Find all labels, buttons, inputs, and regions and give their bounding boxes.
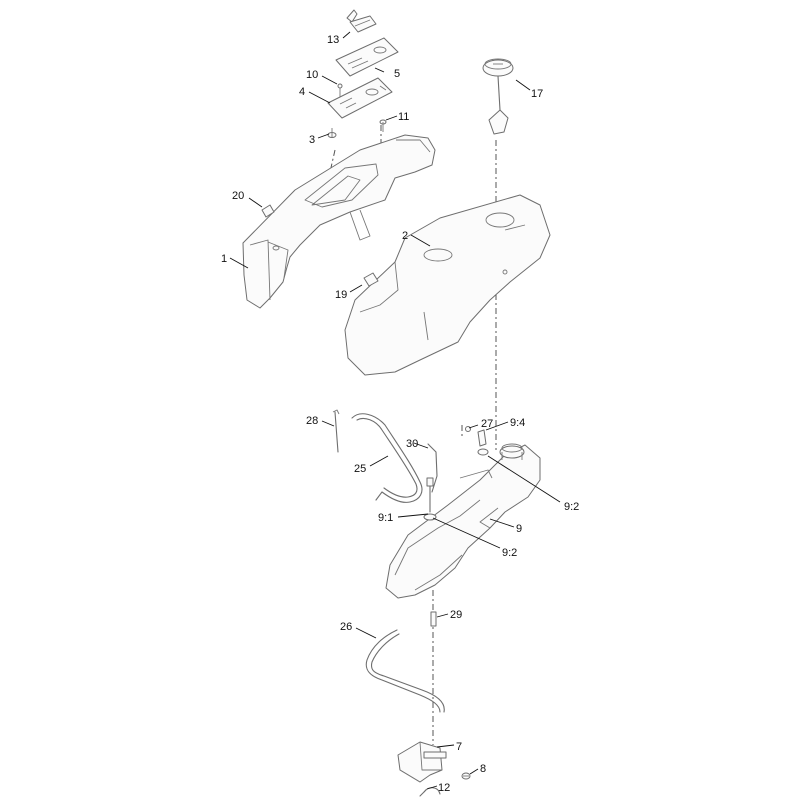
callout-26: 26: [340, 621, 352, 633]
callout-25: 25: [354, 463, 366, 475]
cover-1: [242, 134, 436, 309]
fuel-tank-9: [385, 443, 541, 599]
callout-19: 19: [335, 289, 347, 301]
callout-9-2-lower: 9:2: [502, 547, 517, 559]
tab-19: [363, 272, 379, 287]
hardware-10: [337, 83, 343, 97]
callout-29: 29: [450, 609, 462, 621]
callout-27: 27: [481, 418, 493, 430]
cable-tie-28: [332, 409, 340, 453]
callout-20: 20: [232, 190, 244, 202]
callout-12: 12: [438, 782, 450, 794]
cover-2: [344, 194, 551, 376]
tab-20: [261, 204, 275, 218]
callout-3: 3: [309, 134, 315, 146]
drain-hose-26: [365, 629, 445, 713]
fitting-9-4: [477, 429, 489, 456]
hardware-11: [379, 119, 387, 132]
callouts: 13 5 10 4 3 11 20 1 2 19 17 28 27 9:4 30…: [221, 34, 579, 794]
callout-4: 4: [299, 86, 305, 98]
callout-17: 17: [531, 88, 543, 100]
clip-27: [465, 426, 471, 432]
callout-5: 5: [394, 68, 400, 80]
bracket-7: [397, 741, 447, 783]
fitting-9-2-lower: [423, 513, 437, 521]
callout-13: 13: [327, 34, 339, 46]
callout-7: 7: [456, 741, 462, 753]
callout-9-1: 9:1: [378, 512, 393, 524]
leader-lines: [229, 31, 561, 790]
control-plate-4: [327, 77, 393, 119]
fuel-cap-17: [482, 58, 514, 135]
vent-hose-30: [427, 443, 438, 493]
callout-8: 8: [480, 763, 486, 775]
callout-28: 28: [306, 415, 318, 427]
callout-10: 10: [306, 69, 318, 81]
callout-2: 2: [402, 230, 408, 242]
callout-9: 9: [516, 523, 522, 535]
screw-8: [461, 772, 471, 780]
fitting-29: [430, 611, 437, 627]
callout-9-2-upper: 9:2: [564, 501, 579, 513]
callout-1: 1: [221, 253, 227, 265]
lever-13: [346, 9, 377, 33]
fitting-9-1: [426, 477, 434, 513]
callout-30: 30: [406, 438, 418, 450]
hardware-3: [327, 128, 337, 138]
callout-9-4: 9:4: [510, 417, 525, 429]
fuel-hose-25: [351, 413, 423, 503]
callout-11: 11: [398, 111, 409, 123]
clamp-12: [419, 787, 441, 797]
decal-plate-5: [335, 37, 399, 77]
